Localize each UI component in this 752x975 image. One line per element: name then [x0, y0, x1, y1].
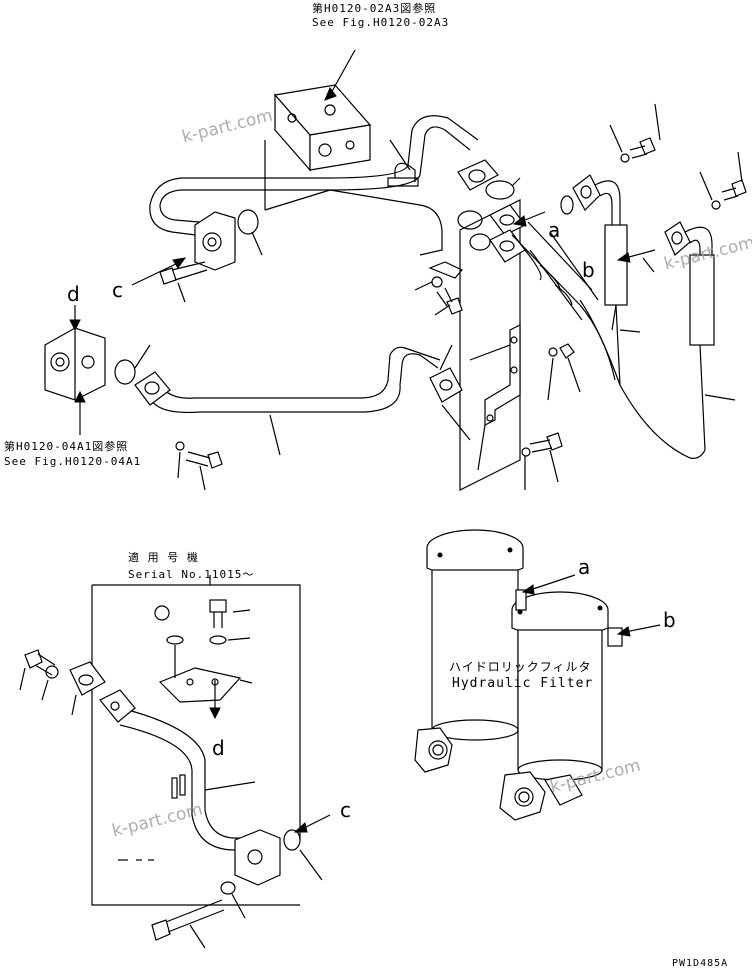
- callout-c-serial: c: [340, 798, 351, 822]
- washer-serial-1: [166, 635, 184, 645]
- o-ring-top: [485, 180, 515, 200]
- hose-a-tail: [579, 299, 706, 459]
- washer-lower-left: [175, 441, 185, 451]
- bolt-left-mid: [436, 287, 463, 315]
- nut-serial: [154, 605, 170, 621]
- block-c-top: [194, 211, 236, 271]
- callout-c-top: c: [112, 278, 123, 302]
- o-ring-a: [560, 195, 574, 215]
- flange-b-upper: [572, 174, 601, 211]
- callout-d-serial: d: [212, 736, 225, 760]
- flange-lower-left: [134, 371, 171, 406]
- serial-frame: [91, 585, 300, 906]
- top-ref-label-jp: 第H0120-02A3図参照: [312, 2, 437, 15]
- bolt-serial-top: [209, 599, 227, 628]
- bolt-long-bottom: [151, 899, 225, 941]
- flange-b-lower: [664, 221, 691, 256]
- nut-mid: [559, 343, 575, 359]
- top-ref-leader: [329, 49, 356, 96]
- flange-top: [457, 159, 499, 191]
- washer-mid: [548, 347, 558, 357]
- bolt-lower-left: [185, 451, 223, 469]
- top-pipe-lower: [149, 115, 479, 241]
- o-ring-serial: [283, 829, 301, 851]
- serial-fittings: [24, 649, 136, 723]
- callout-d-top: d: [67, 282, 80, 306]
- port-a: [515, 589, 527, 611]
- bracket-middle: [484, 324, 521, 426]
- plate-serial: [158, 667, 242, 703]
- left-ref-label-en: See Fig.H0120-04A1: [4, 455, 142, 468]
- port-b: [607, 627, 623, 647]
- lower-pipe-upper: [159, 346, 441, 399]
- serial-label-en: Serial No.11015〜: [128, 568, 255, 581]
- filter-label-en: Hydraulic Filter: [452, 676, 594, 691]
- callout-a-top: a: [548, 218, 561, 242]
- block-d-left: [44, 327, 106, 401]
- hose-b-elbow-upper: [594, 180, 621, 225]
- hose-b-upper: [604, 224, 628, 306]
- serial-pipe-upper: [127, 709, 241, 839]
- u-bolt: [394, 162, 416, 182]
- callout-b-top: b: [582, 258, 595, 282]
- bolt-upper-right-1: [620, 137, 656, 163]
- washer-left-mid: [431, 276, 443, 288]
- o-ring-left: [114, 359, 136, 385]
- washer-serial-2: [209, 635, 227, 645]
- drawing-code: PW1D485A: [672, 958, 729, 969]
- washer-long-bolt: [220, 881, 236, 895]
- top-pipe-return: [329, 189, 443, 256]
- hydraulic-filter-left-canister: [414, 529, 524, 773]
- hydraulic-filter-right-canister: [499, 591, 609, 821]
- hose-b-lower: [689, 254, 715, 346]
- bolt-c-top: [159, 261, 208, 285]
- callout-a-filter: a: [578, 555, 591, 579]
- callout-b-filter: b: [663, 608, 676, 632]
- hose-b-elbow-lower: [684, 226, 713, 255]
- left-ref-label-jp: 第H0120-04A1図参照: [4, 440, 129, 453]
- block-c-serial: [234, 829, 281, 886]
- filter-label-jp: ハイドロリックフィルタ: [449, 660, 592, 674]
- bolt-upper-right-2: [711, 179, 747, 210]
- top-manifold-block: [273, 84, 372, 172]
- flange-lower-right: [429, 367, 463, 403]
- top-ref-label-en: See Fig.H0120-02A3: [312, 16, 450, 29]
- bolt-lower-mid: [521, 432, 563, 457]
- o-ring-top-left: [237, 209, 259, 235]
- serial-label-jp: 適 用 号 機: [128, 551, 199, 564]
